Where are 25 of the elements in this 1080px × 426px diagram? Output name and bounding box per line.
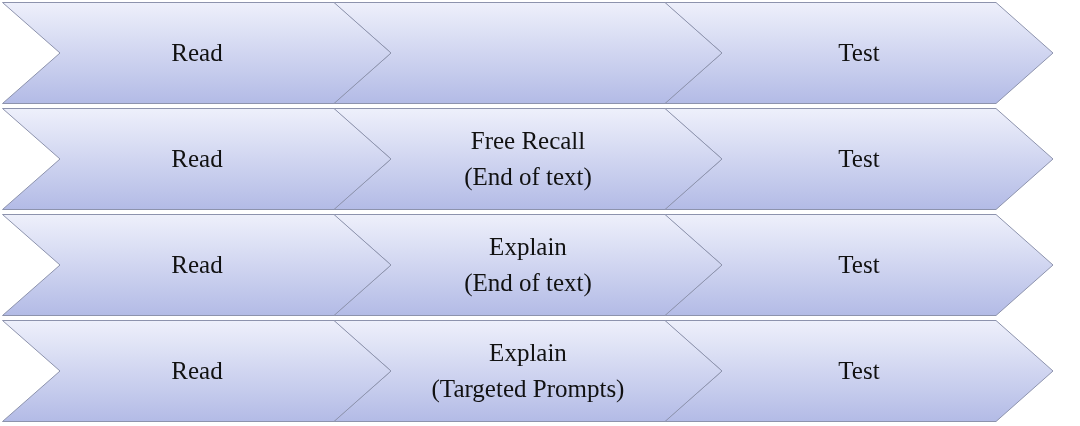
chevron-step bbox=[664, 214, 1054, 316]
step-label: (Targeted Prompts) bbox=[431, 374, 625, 405]
chevron-step bbox=[664, 2, 1054, 104]
step-label: Test bbox=[838, 144, 880, 174]
step-label: Read bbox=[171, 250, 223, 280]
chevron-step bbox=[333, 108, 723, 210]
chevron-step bbox=[333, 214, 723, 316]
step-label: Free Recall bbox=[470, 126, 586, 156]
step-label: (End of text) bbox=[464, 268, 592, 299]
chevron-step bbox=[664, 320, 1054, 422]
chevron-step bbox=[2, 2, 392, 104]
step-label: (End of text) bbox=[464, 162, 592, 193]
step-label: Test bbox=[838, 38, 880, 68]
step-label: Explain bbox=[489, 232, 567, 262]
chevron-step bbox=[2, 214, 392, 316]
step-label: Test bbox=[838, 250, 880, 280]
chevron-step bbox=[2, 320, 392, 422]
step-label: Read bbox=[171, 38, 223, 68]
chevron-step bbox=[333, 320, 723, 422]
step-label: Test bbox=[838, 356, 880, 386]
step-label: Read bbox=[171, 356, 223, 386]
chevron-step bbox=[664, 108, 1054, 210]
step-label: Explain bbox=[489, 338, 567, 368]
chevron-step bbox=[2, 108, 392, 210]
step-label: Read bbox=[171, 144, 223, 174]
